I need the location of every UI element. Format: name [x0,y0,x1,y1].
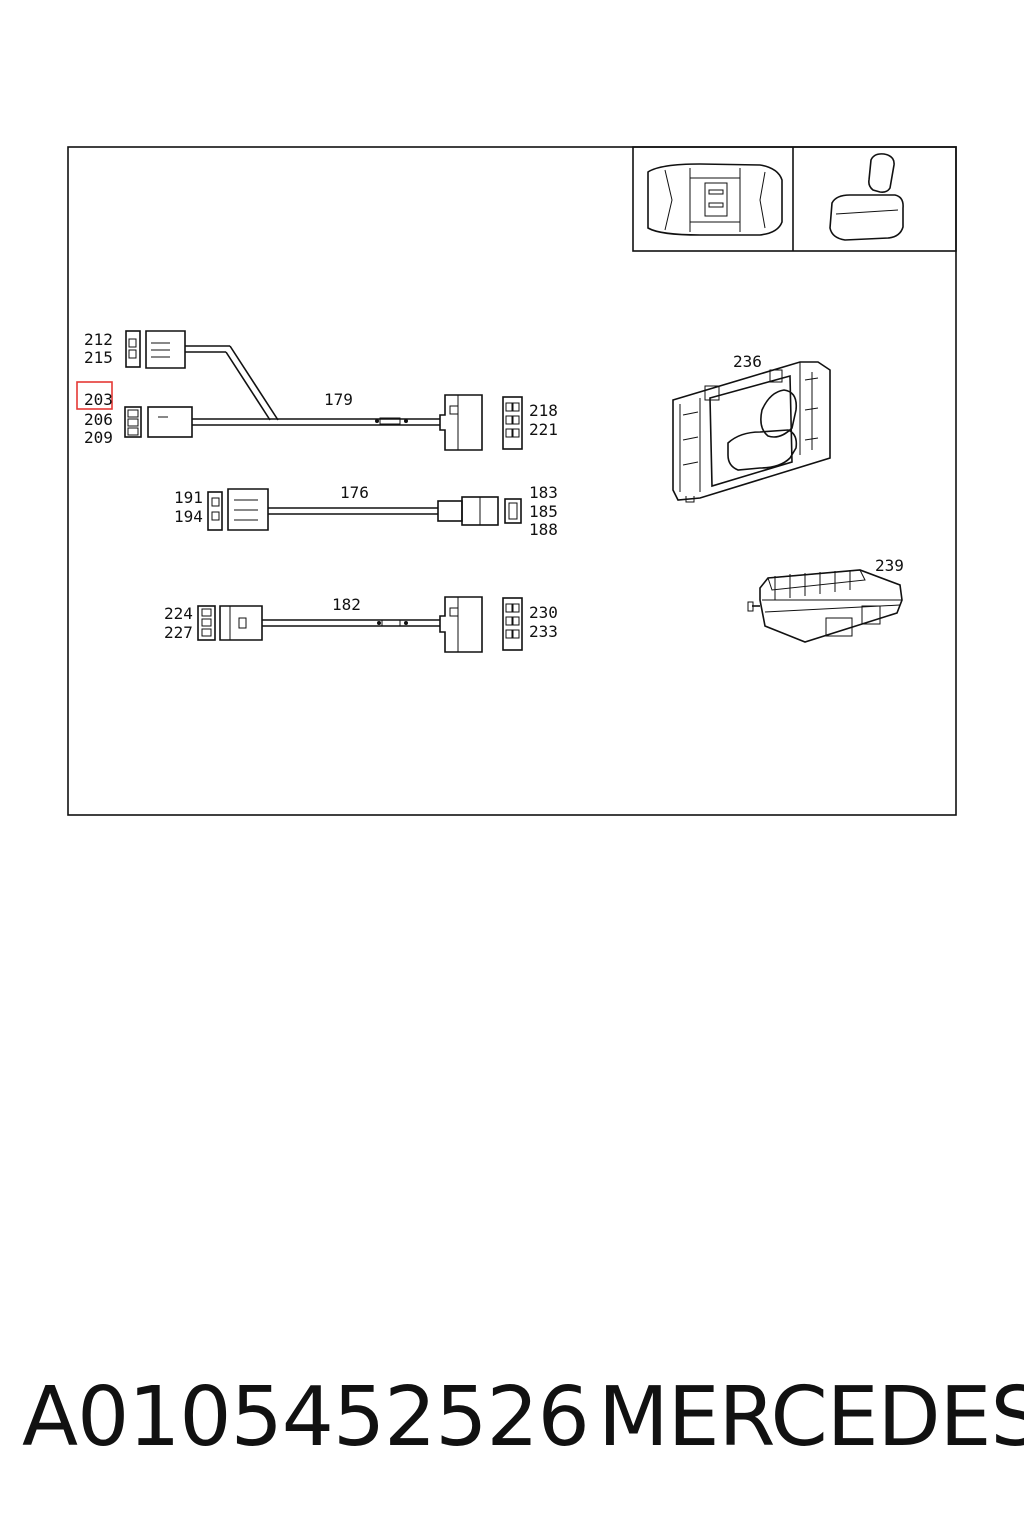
callout-182: 182 [332,595,361,614]
footer: A0105452526 MERCEDES [0,1370,1024,1470]
diagram-frame [67,146,957,816]
callout-218: 218 [529,401,558,420]
location-inset-frame [632,146,957,252]
callout-227: 227 [164,623,193,642]
callout-224: 224 [164,604,193,623]
control-module-239 [747,569,903,643]
brand-name: MERCEDES [598,1370,1024,1465]
callout-230: 230 [529,603,558,622]
assembly-179 [124,330,523,451]
callout-209: 209 [84,428,113,447]
highlight-box [76,381,113,410]
callout-233: 233 [529,622,558,641]
callout-185: 185 [529,502,558,521]
car-top-view-icon [647,163,783,236]
callout-179: 179 [324,390,353,409]
assembly-176 [207,488,522,531]
callout-183: 183 [529,483,558,502]
callout-239: 239 [875,556,904,575]
callout-206: 206 [84,410,113,429]
assembly-182 [197,596,523,653]
seat-control-switch-236 [672,361,831,503]
callout-215: 215 [84,348,113,367]
callout-212: 212 [84,330,113,349]
callout-194: 194 [174,507,203,526]
callout-176: 176 [340,483,369,502]
callout-236: 236 [733,352,762,371]
callout-221: 221 [529,420,558,439]
callout-188: 188 [529,520,558,539]
callout-203: 203 [84,390,113,409]
seat-icon [829,153,904,241]
part-number: A0105452526 [22,1370,590,1465]
callout-191: 191 [174,488,203,507]
